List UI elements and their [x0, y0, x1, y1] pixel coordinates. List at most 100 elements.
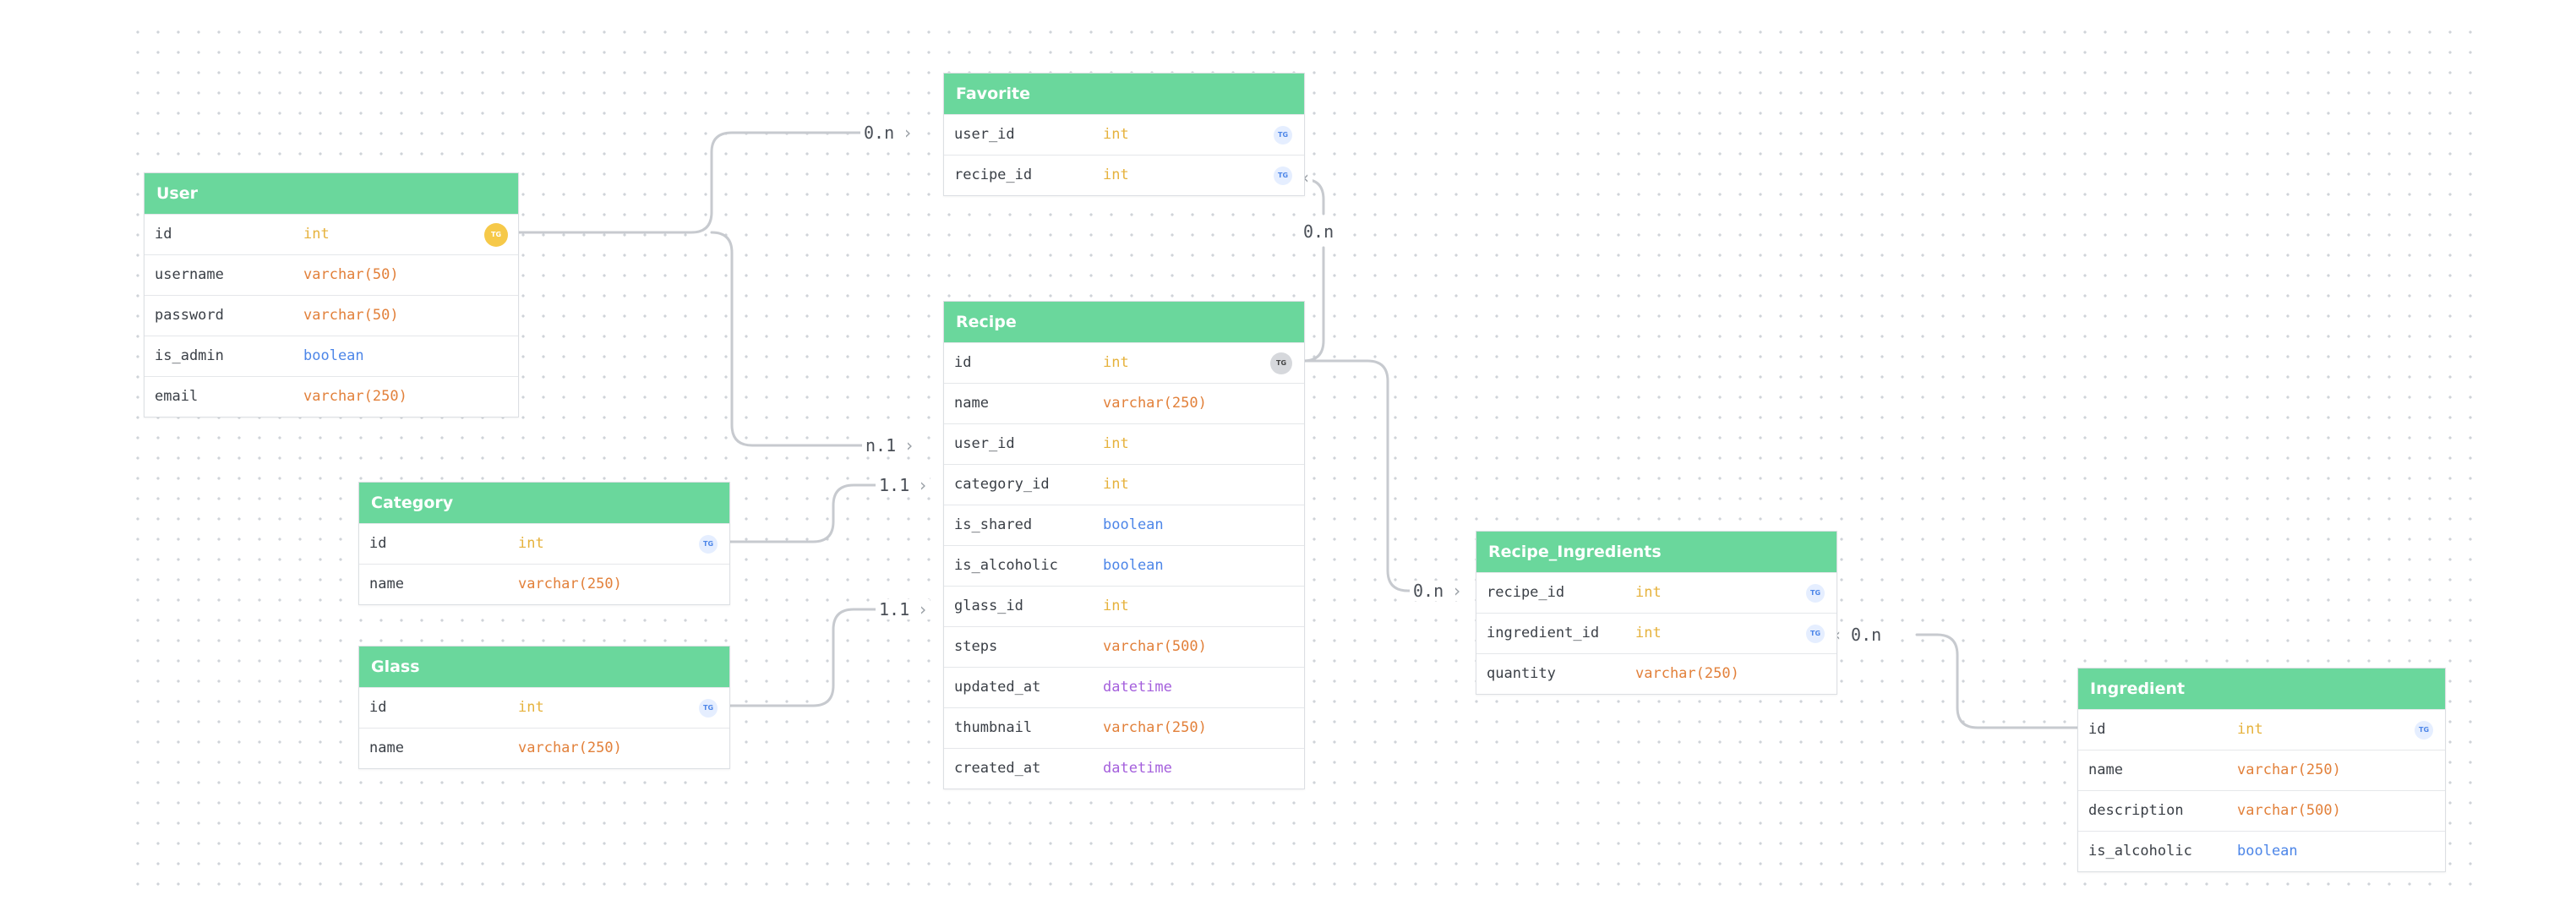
key-badge-icon[interactable]: TG: [699, 535, 718, 554]
table-user[interactable]: User id int TG username varchar(50) password va…: [144, 172, 519, 418]
field-name: recipe_id: [1487, 584, 1565, 601]
field-row-recipe-id[interactable]: recipe_id int TG: [1476, 572, 1836, 613]
field-row-id[interactable]: id int TG: [145, 214, 518, 254]
field-name: name: [369, 576, 404, 592]
field-row-name[interactable]: name varchar(250): [2078, 750, 2445, 790]
table-title[interactable]: Category: [359, 483, 729, 523]
field-type: varchar(250): [518, 740, 622, 756]
field-name: category_id: [954, 476, 1050, 493]
field-name: thumbnail: [954, 719, 1033, 736]
field-type: varchar(500): [1103, 638, 1207, 655]
field-type: varchar(50): [303, 307, 399, 324]
table-title[interactable]: Recipe_Ingredients: [1476, 532, 1836, 572]
key-badge-icon[interactable]: TG: [1806, 584, 1825, 603]
connector-user-favorite: [514, 131, 864, 234]
cardinality-user-recipe: n.1 ›: [862, 435, 917, 456]
field-type: int: [1635, 625, 1662, 641]
key-badge-icon[interactable]: TG: [1274, 166, 1292, 185]
field-type: int: [1635, 584, 1662, 601]
table-title[interactable]: Recipe: [944, 302, 1304, 342]
table-title[interactable]: Glass: [359, 647, 729, 687]
field-type: varchar(50): [303, 266, 399, 283]
field-type: int: [518, 699, 544, 716]
cardinality-category-recipe: 1.1 ›: [876, 475, 931, 495]
field-name: id: [155, 226, 172, 243]
field-type: boolean: [1103, 557, 1164, 574]
field-row-password[interactable]: password varchar(50): [145, 295, 518, 336]
field-row-created-at[interactable]: created_at datetime: [944, 748, 1304, 789]
field-name: id: [369, 535, 387, 552]
key-badge-icon[interactable]: TG: [1270, 352, 1292, 374]
field-row-glass-id[interactable]: glass_id int: [944, 586, 1304, 626]
field-type: varchar(250): [2237, 761, 2341, 778]
field-name: created_at: [954, 760, 1041, 777]
table-title[interactable]: Ingredient: [2078, 669, 2445, 709]
connector-glass-recipe: [727, 608, 877, 707]
field-row-id[interactable]: id int TG: [359, 523, 729, 564]
table-title[interactable]: User: [145, 173, 518, 214]
field-row-is-shared[interactable]: is_shared boolean: [944, 505, 1304, 545]
field-type: int: [2237, 721, 2263, 738]
field-row-ingredient-id[interactable]: ingredient_id int TG: [1476, 613, 1836, 653]
key-badge-icon[interactable]: TG: [484, 223, 508, 247]
cardinality-ingredient-recipeingredients: ‹ 0.n: [1831, 625, 1886, 645]
key-badge-icon[interactable]: TG: [2415, 721, 2433, 740]
field-type: int: [518, 535, 544, 552]
connector-recipe-favorite: [1302, 246, 1325, 363]
field-type: boolean: [1103, 516, 1164, 533]
field-row-username[interactable]: username varchar(50): [145, 254, 518, 295]
field-row-user-id[interactable]: user_id int TG: [944, 114, 1304, 155]
field-name: is_shared: [954, 516, 1033, 533]
cardinality-recipe-favorite: 0.n: [1300, 221, 1338, 242]
field-name: password: [155, 307, 224, 324]
field-name: is_admin: [155, 347, 224, 364]
field-type: boolean: [2237, 843, 2298, 860]
field-name: ingredient_id: [1487, 625, 1600, 641]
connector-recipe-recipeingredients: [1302, 359, 1411, 592]
key-badge-icon[interactable]: TG: [1274, 126, 1292, 145]
field-name: glass_id: [954, 598, 1023, 614]
field-type: datetime: [1103, 679, 1172, 696]
field-type: int: [1103, 598, 1129, 614]
field-name: quantity: [1487, 665, 1556, 682]
field-type: int: [1103, 126, 1129, 143]
key-badge-icon[interactable]: TG: [699, 699, 718, 718]
field-type: varchar(250): [303, 388, 407, 405]
connector-category-recipe: [727, 483, 877, 543]
field-type: int: [303, 226, 330, 243]
field-name: user_id: [954, 435, 1015, 452]
table-title[interactable]: Favorite: [944, 74, 1304, 114]
field-type: datetime: [1103, 760, 1172, 777]
key-badge-icon[interactable]: TG: [1806, 625, 1825, 643]
field-name: username: [155, 266, 224, 283]
field-name: user_id: [954, 126, 1015, 143]
field-name: name: [2088, 761, 2123, 778]
field-type: int: [1103, 354, 1129, 371]
field-name: name: [954, 395, 989, 412]
